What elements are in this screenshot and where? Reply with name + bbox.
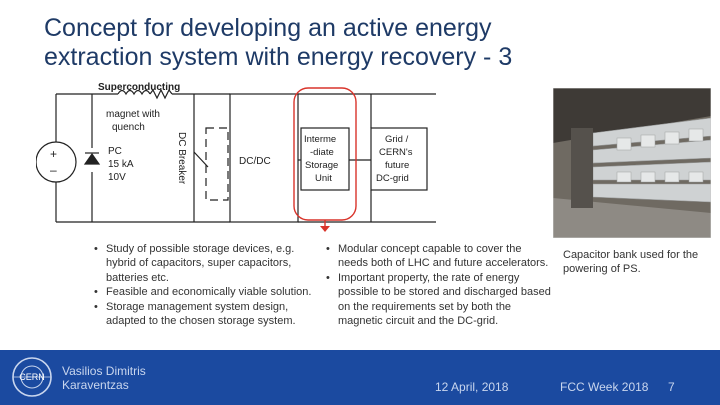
photo-caption: Capacitor bank used for the powering of …: [563, 249, 699, 276]
left-bullet-item: Feasible and economically viable solutio…: [94, 285, 316, 300]
footer-author: Vasilios Dimitris Karaventzas: [62, 364, 146, 392]
pc-label-2: 15 kA: [108, 159, 134, 170]
pc-label-1: PC: [108, 146, 122, 157]
author-line-2: Karaventzas: [62, 378, 129, 392]
grid-label-2: CERN's: [379, 147, 413, 158]
breaker-label: DC Breaker: [176, 132, 187, 185]
storage-label-2: -diate: [310, 147, 334, 158]
dcdc-label: DC/DC: [239, 156, 271, 167]
author-line-1: Vasilios Dimitris: [62, 364, 146, 378]
minus-sign: –: [50, 163, 57, 177]
grid-label-4: DC-grid: [376, 173, 409, 184]
left-bullet-column: Study of possible storage devices, e.g. …: [92, 242, 316, 328]
storage-label-4: Unit: [315, 173, 332, 184]
cern-logo-text: CERN: [19, 372, 45, 382]
storage-label-3: Storage: [305, 160, 338, 171]
circuit-diagram: Superconducting magnet with quench PC 15…: [36, 82, 436, 232]
right-bullet-item: Important property, the rate of energy p…: [326, 271, 552, 329]
magnet-label-3: quench: [112, 122, 145, 133]
page-number: 7: [668, 380, 675, 394]
left-bullet-item: Study of possible storage devices, e.g. …: [94, 242, 316, 285]
right-bullet-item: Modular concept capable to cover the nee…: [326, 242, 552, 271]
footer-event: FCC Week 2018: [560, 380, 649, 394]
magnet-label-1: Superconducting: [98, 82, 180, 93]
grid-label-3: future: [385, 160, 409, 171]
right-bullet-column: Modular concept capable to cover the nee…: [324, 242, 552, 328]
magnet-label-2: magnet with: [106, 109, 160, 120]
slide-title: Concept for developing an active energy …: [44, 14, 644, 72]
capacitor-bank-photo: [553, 88, 711, 238]
pc-label-3: 10V: [108, 172, 126, 183]
left-bullet-item: Storage management system design, adapte…: [94, 300, 316, 329]
grid-label-1: Grid /: [385, 134, 409, 145]
title-line-2: extraction system with energy recovery -…: [44, 43, 513, 71]
footer-bar: [0, 350, 720, 405]
plus-sign: +: [50, 147, 57, 161]
cern-logo-icon: CERN: [12, 357, 52, 397]
footer-date: 12 April, 2018: [435, 380, 509, 394]
storage-label-1: Interme: [304, 134, 336, 145]
title-line-1: Concept for developing an active energy: [44, 14, 492, 42]
